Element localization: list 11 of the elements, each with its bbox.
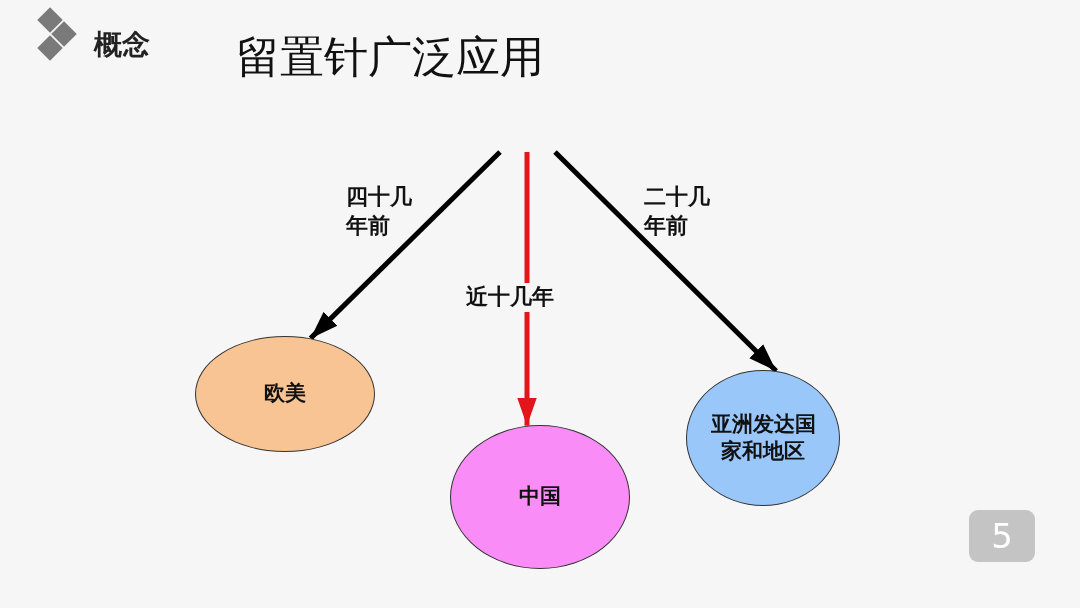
page-number-badge: 5	[969, 510, 1035, 562]
arrow	[517, 152, 537, 426]
edge-label: 四十几年前	[346, 183, 413, 240]
node-label: 欧美	[264, 380, 306, 408]
section-heading: 概念	[94, 27, 150, 63]
title: 留置针广泛应用	[236, 30, 544, 84]
node-label: 中国	[519, 483, 561, 511]
arrow	[308, 150, 502, 341]
node-label: 亚洲发达国家和地区	[709, 410, 817, 465]
arrow	[553, 150, 778, 373]
edge-label: 二十几年前	[644, 183, 711, 240]
